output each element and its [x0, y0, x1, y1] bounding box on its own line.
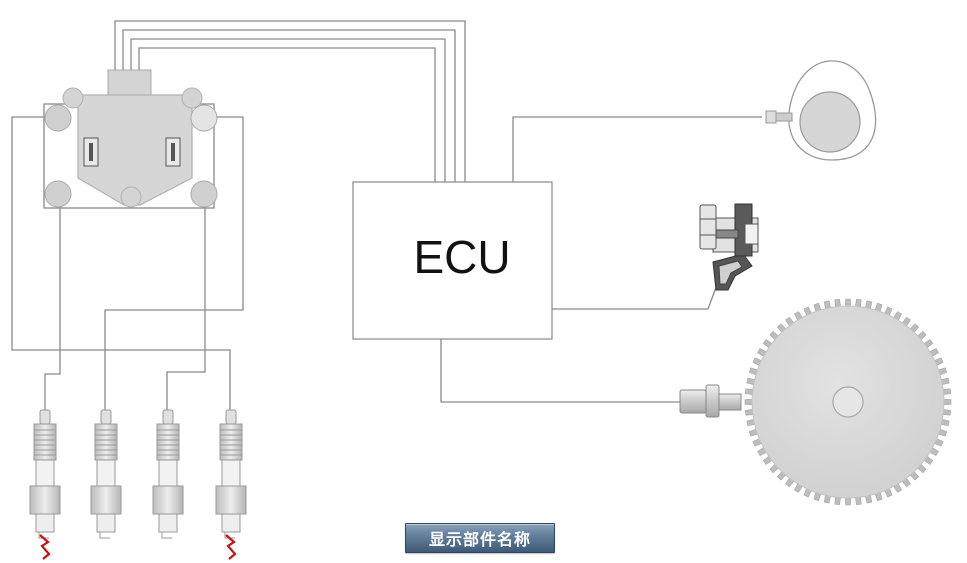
- plug-neck: [96, 459, 116, 487]
- oxygen-sensor[interactable]: [765, 60, 877, 161]
- ecu-unit[interactable]: ECU: [352, 181, 553, 340]
- plug-thread: [35, 513, 55, 533]
- o2-element: [799, 91, 861, 153]
- coil-tower-2: [190, 104, 218, 132]
- o2-connector: [765, 110, 777, 124]
- crank-sensor-collar: [705, 384, 720, 418]
- plug-hex: [152, 485, 184, 515]
- crankshaft-position-sensor[interactable]: [679, 384, 742, 418]
- ecu-box: [352, 181, 553, 340]
- plug-ground-electrode: [161, 532, 172, 539]
- plug-hex: [29, 485, 61, 515]
- plug-ground-electrode: [224, 532, 235, 539]
- wire-coil-ecu-2: [122, 29, 456, 183]
- coil-boss: [62, 87, 84, 109]
- coil-connector: [107, 69, 152, 99]
- spark-plug-2[interactable]: [90, 409, 122, 539]
- knock-light-band: [744, 223, 759, 245]
- plug-hex: [90, 485, 122, 515]
- crank-sensor-body: [679, 389, 707, 414]
- wire-coil-ecu-1: [114, 20, 466, 183]
- coil-tower-1: [44, 104, 72, 132]
- spark-plug-3[interactable]: [152, 409, 184, 539]
- trigger-wheel[interactable]: [744, 298, 952, 506]
- coil-tower-3: [44, 180, 72, 208]
- wire-coil-ecu-4: [138, 47, 436, 183]
- ignition-coil-pack[interactable]: [44, 69, 218, 208]
- plug-thread: [221, 513, 241, 533]
- plug-thread: [96, 513, 116, 533]
- plug-ground-electrode: [38, 532, 49, 539]
- plug-thread: [158, 513, 178, 533]
- wire-coil-plug-3: [166, 195, 206, 412]
- wire-ecu-knock: [552, 284, 718, 310]
- ecu-label: ECU: [413, 231, 510, 283]
- trigger-wheel-hub: [832, 386, 864, 418]
- wire-coil-plug-4: [11, 116, 231, 412]
- o2-stem: [775, 112, 793, 122]
- wire-ecu-crank: [440, 339, 680, 403]
- wiring-harness: [11, 20, 762, 412]
- spark-icon: [39, 534, 51, 560]
- plug-neck: [221, 459, 241, 487]
- plug-hex: [215, 485, 247, 515]
- plug-neck: [158, 459, 178, 487]
- coil-boss: [181, 87, 203, 109]
- coil-terminal-left-slot: [89, 143, 93, 161]
- plug-ground-electrode: [99, 532, 110, 539]
- knock-plug-inner: [718, 260, 743, 285]
- coil-tower-4: [190, 180, 218, 208]
- wire-ecu-o2: [512, 116, 762, 183]
- plug-terminal: [100, 409, 112, 425]
- knock-nut: [699, 204, 717, 250]
- plug-neck: [35, 459, 55, 487]
- spark-plug-4[interactable]: [215, 409, 247, 560]
- knock-sensor[interactable]: [699, 203, 759, 291]
- knock-stud: [715, 229, 739, 239]
- plug-terminal: [162, 409, 174, 425]
- spark-plugs: [29, 409, 247, 560]
- crank-sensor-tip: [718, 393, 742, 411]
- plug-terminal: [39, 409, 51, 425]
- wire-coil-ecu-3: [130, 38, 446, 183]
- coil-terminal-right-slot: [171, 143, 175, 161]
- show-part-names-button[interactable]: 显示部件名称: [405, 523, 555, 553]
- spark-icon: [225, 534, 237, 560]
- coil-boss: [120, 186, 142, 208]
- plug-terminal: [225, 409, 237, 425]
- wire-coil-plug-2: [104, 116, 244, 412]
- spark-plug-1[interactable]: [29, 409, 61, 560]
- wire-coil-plug-1: [44, 195, 61, 412]
